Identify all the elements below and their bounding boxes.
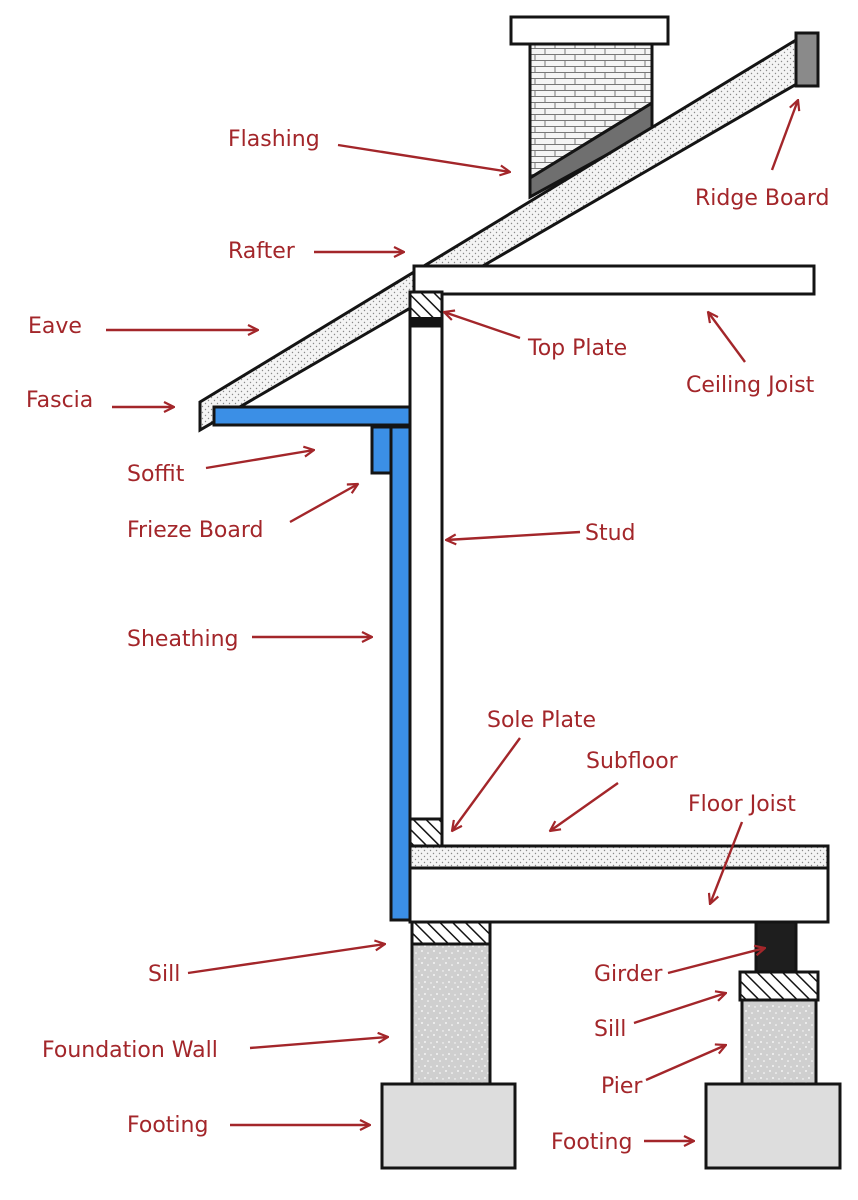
label-frieze-board: Frieze Board bbox=[127, 518, 263, 543]
arrow-top-plate bbox=[444, 312, 521, 340]
sill-left-block bbox=[410, 920, 492, 946]
arrow-sole-plate bbox=[452, 737, 521, 831]
label-sheathing: Sheathing bbox=[127, 627, 239, 652]
footing-left-block bbox=[380, 1082, 517, 1170]
label-foundation-wall: Foundation Wall bbox=[42, 1038, 218, 1063]
sill-right-block bbox=[738, 970, 820, 1002]
foundation-wall-block bbox=[410, 942, 492, 1086]
label-soffit: Soffit bbox=[127, 462, 185, 487]
arrow-girder bbox=[667, 948, 765, 975]
rafter-board bbox=[198, 37, 802, 433]
arrow-sill-right bbox=[633, 993, 726, 1025]
arrow-ridge-board bbox=[770, 100, 798, 171]
label-pier: Pier bbox=[601, 1074, 643, 1099]
label-subfloor: Subfloor bbox=[586, 749, 679, 774]
label-sole-plate: Sole Plate bbox=[487, 708, 596, 733]
top-plate-band bbox=[410, 317, 442, 326]
arrow-sill-left bbox=[187, 944, 385, 975]
label-top-plate: Top Plate bbox=[527, 336, 627, 361]
label-floor-joist: Floor Joist bbox=[688, 792, 796, 817]
label-eave: Eave bbox=[28, 314, 82, 339]
frieze-board-block bbox=[370, 425, 394, 475]
label-sill-left: Sill bbox=[148, 962, 180, 987]
arrow-foundation-wall bbox=[249, 1037, 388, 1050]
girder-block bbox=[754, 920, 798, 974]
label-ceiling-joist: Ceiling Joist bbox=[686, 373, 815, 398]
part-labels: Flashing Ridge Board Rafter Eave Top Pla… bbox=[26, 127, 830, 1155]
arrow-stud bbox=[446, 530, 581, 540]
label-flashing: Flashing bbox=[228, 127, 320, 152]
label-fascia: Fascia bbox=[26, 388, 93, 413]
label-ridge-board: Ridge Board bbox=[695, 186, 830, 211]
ridge-board-block bbox=[794, 31, 820, 88]
label-girder: Girder bbox=[594, 962, 663, 987]
arrow-ceiling-joist bbox=[708, 312, 746, 363]
arrow-soffit bbox=[205, 450, 314, 470]
leader-arrows bbox=[106, 100, 798, 1141]
arrow-subfloor bbox=[550, 782, 619, 831]
footing-right-block bbox=[704, 1082, 842, 1170]
floor-joist-board bbox=[408, 866, 830, 924]
arrow-frieze-board bbox=[289, 484, 358, 524]
sheathing-panel bbox=[389, 425, 412, 922]
label-sill-right: Sill bbox=[594, 1017, 626, 1042]
ceiling-joist-board bbox=[412, 264, 816, 296]
label-footing-right: Footing bbox=[551, 1130, 632, 1155]
arrow-flashing bbox=[337, 143, 510, 172]
label-rafter: Rafter bbox=[228, 239, 296, 264]
soffit-board bbox=[212, 405, 412, 427]
stud-board bbox=[408, 324, 444, 821]
label-stud: Stud bbox=[585, 521, 636, 546]
arrow-floor-joist bbox=[710, 821, 744, 904]
sole-plate-block bbox=[408, 817, 444, 848]
chimney-cap bbox=[509, 15, 670, 46]
pier-block bbox=[740, 998, 818, 1086]
subfloor-board bbox=[408, 844, 830, 870]
label-footing-left: Footing bbox=[127, 1113, 208, 1138]
arrow-pier bbox=[645, 1045, 726, 1082]
